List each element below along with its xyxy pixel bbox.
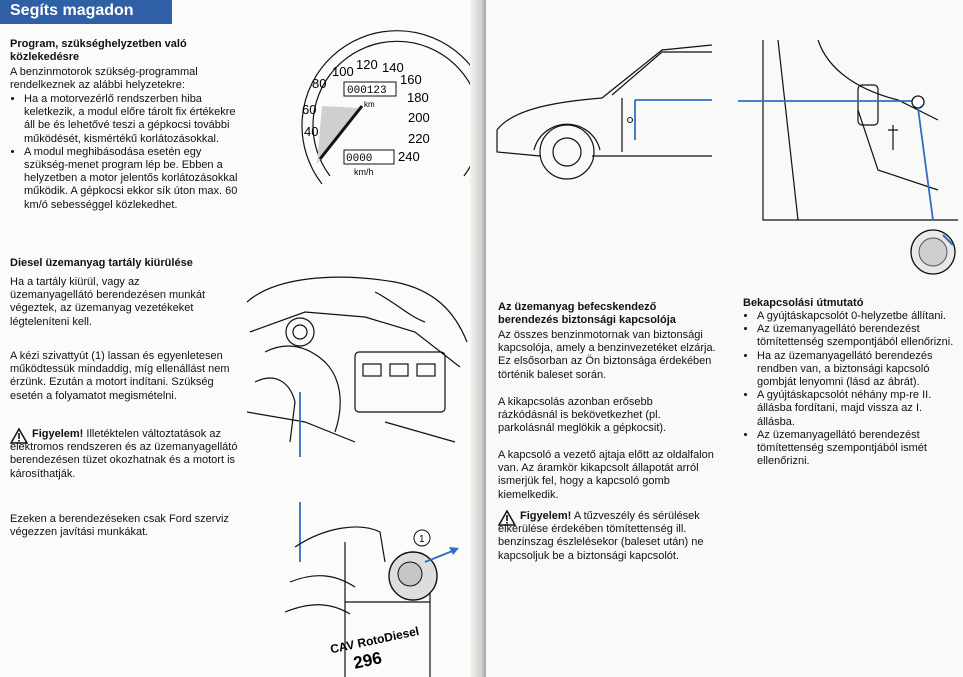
section1-intro: A benzinmotorok szükség-programmal rende… — [10, 66, 198, 92]
warning-icon — [497, 509, 517, 526]
right-page: Az üzemanyag befecskendező berendezés bi… — [486, 0, 963, 677]
warning-label: Figyelem! — [520, 510, 572, 522]
left-page: Segíts magadon Program, szükséghelyzetbe… — [0, 0, 482, 677]
header-bar: Segíts magadon — [0, 0, 172, 24]
col2-heading: Bekapcsolási útmutató — [743, 297, 864, 309]
page-title: Segíts magadon — [10, 2, 134, 19]
tick-label: 240 — [398, 149, 420, 164]
tick-label: 100 — [332, 64, 354, 79]
tick-label: 60 — [302, 102, 316, 117]
list-item: A gyújtáskapcsolót 0-helyzetbe állítani. — [757, 310, 955, 323]
fuel-filter-illustration: 1 CAV RotoDiesel 296 — [284, 502, 459, 677]
warning-icon — [9, 427, 29, 444]
col1-paragraph-1: Az összes benzinmotornak van biztonsági … — [498, 329, 716, 381]
tick-label: 80 — [312, 76, 326, 91]
tick-label: 40 — [304, 124, 318, 139]
list-item: Ha a motorvezérlő rendszerben hiba kelet… — [24, 93, 245, 146]
tick-label: 220 — [408, 131, 430, 146]
tick-label: 200 — [408, 110, 430, 125]
tick-label: 120 — [356, 57, 378, 72]
warning-text: A tűzveszély és sérülések elkerülése érd… — [498, 510, 704, 562]
tick-label: 140 — [382, 60, 404, 75]
section2-paragraph-3: Ezeken a berendezéseken csak Ford szervi… — [10, 513, 229, 539]
unit-kmh: km/h — [354, 167, 374, 177]
callout-number: 1 — [419, 534, 425, 545]
section2-heading: Diesel üzemanyag tartály kiürülése — [10, 257, 193, 269]
section1-list: Ha a motorvezérlő rendszerben hiba kelet… — [10, 93, 245, 212]
car-illustration — [496, 44, 713, 180]
col1-paragraph-3: A kapcsoló a vezető ajtaja előtt az olda… — [498, 449, 714, 501]
speedometer-illustration: 40 60 80 100 120 140 160 180 200 220 240… — [301, 30, 493, 185]
list-item: Ha az üzemanyagellátó berendezés rendben… — [757, 350, 955, 390]
list-item: Az üzemanyagellátó berendezést tömítette… — [757, 323, 955, 349]
list-item: Az üzemanyagellátó berendezést tömítette… — [757, 429, 955, 469]
unit-km: km — [364, 100, 375, 109]
trip-counter: 0000 — [346, 153, 372, 165]
section2-paragraph-1: Ha a tartály kiürül, vagy az üzemanyagel… — [10, 276, 206, 328]
col1-heading: Az üzemanyag befecskendező berendezés bi… — [498, 301, 676, 326]
engine-bay-illustration — [246, 276, 468, 457]
warning-text: Illetéktelen változtatások az elektromos… — [10, 428, 238, 480]
section1-heading: Program, szükséghelyzetben való közleked… — [10, 38, 187, 63]
list-item: A gyújtáskapcsolót néhány mp-re II. állá… — [757, 389, 955, 429]
odometer: 000123 — [347, 85, 387, 97]
section2-paragraph-2: A kézi szivattyút (1) lassan és egyenlet… — [10, 350, 230, 402]
col1-paragraph-2: A kikapcsolás azonban erősebb rázkódásná… — [498, 396, 667, 435]
list-item: A modul meghibásodása esetén egy szükség… — [24, 146, 245, 212]
warning-label: Figyelem! — [32, 428, 84, 440]
tick-label: 160 — [400, 72, 422, 87]
filter-model: 296 — [352, 648, 384, 672]
col2-list: A gyújtáskapcsolót 0-helyzetbe állítani.… — [743, 310, 955, 468]
tick-label: 180 — [407, 90, 429, 105]
switch-location-illustration — [738, 39, 958, 275]
